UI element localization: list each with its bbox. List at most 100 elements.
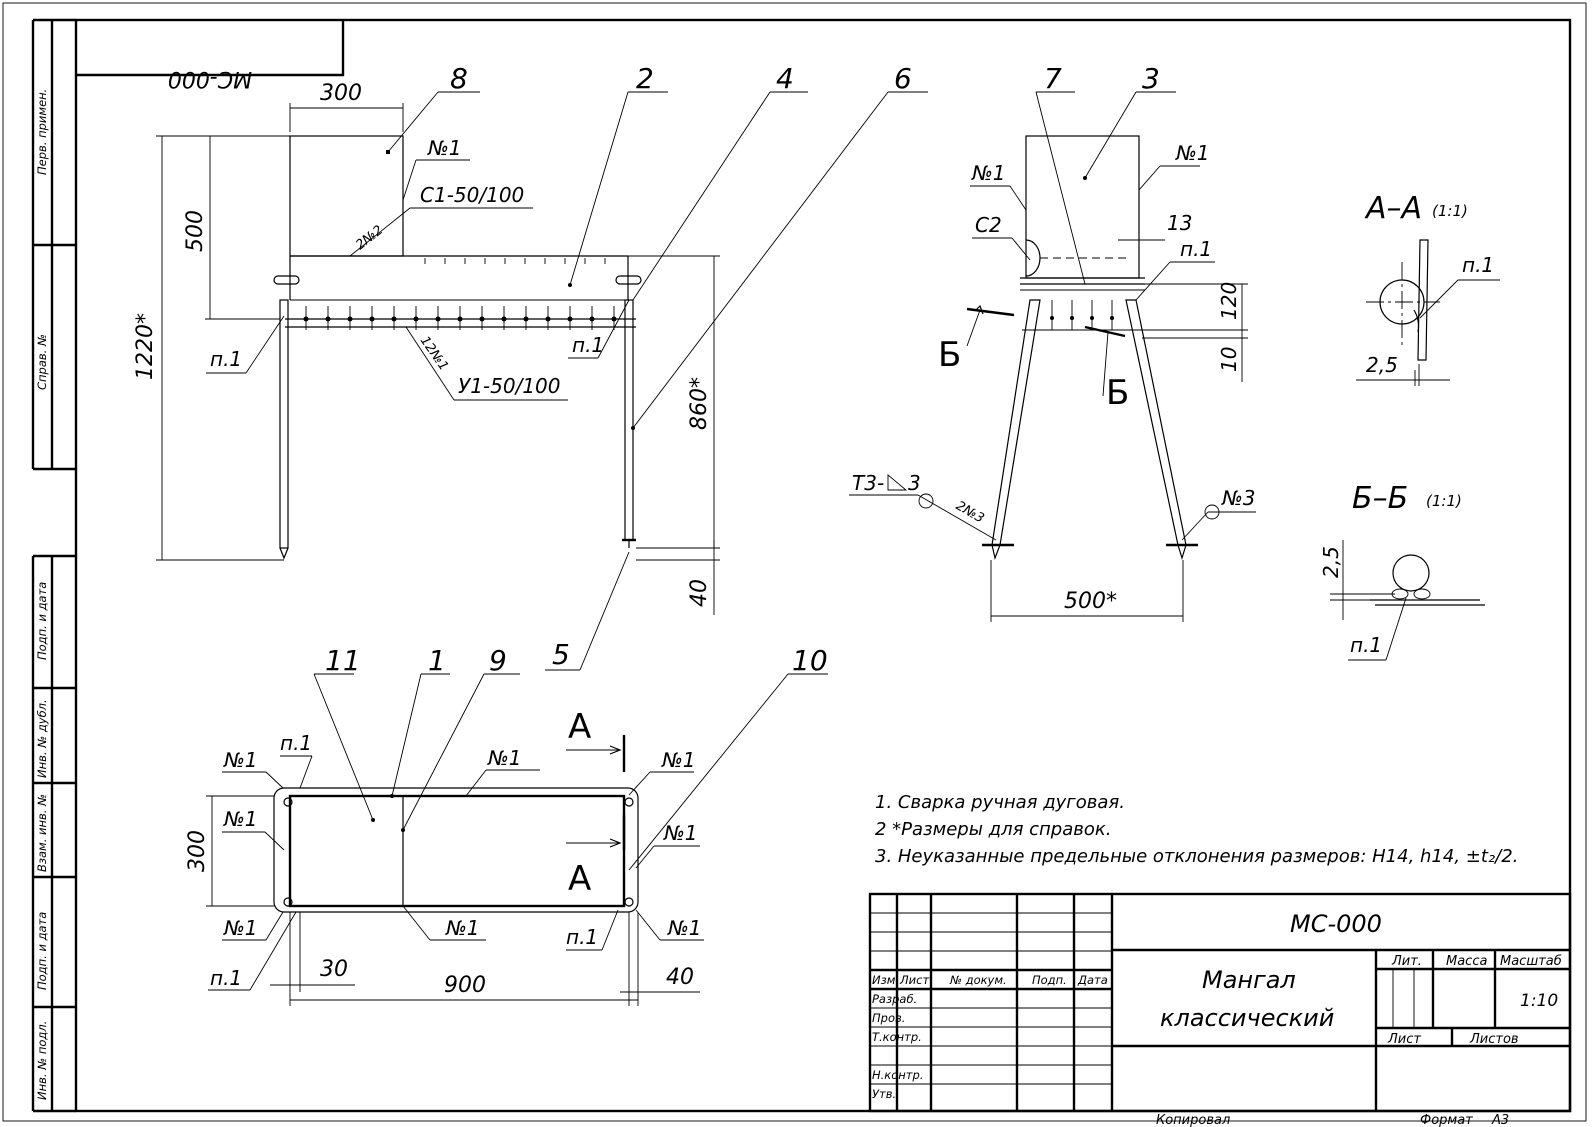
tv-p1-3: п.1 bbox=[210, 966, 242, 990]
aa-p1: п.1 bbox=[1462, 253, 1494, 277]
tb-name-1: Мангал bbox=[1202, 966, 1296, 994]
tv-dim-30: 30 bbox=[320, 957, 348, 982]
fv-p1b: п.1 bbox=[572, 333, 604, 357]
fv-dim-40: 40 bbox=[687, 579, 712, 607]
bb-title: Б–Б bbox=[1352, 481, 1408, 516]
bb-p1: п.1 bbox=[1350, 633, 1382, 657]
fv-w12: 12№1 bbox=[417, 334, 451, 374]
sv-balloon-3: 3 bbox=[1142, 62, 1160, 95]
front-view: 300 500 1220* 860* 40 8 2 4 6 5 bbox=[133, 62, 928, 671]
tb-tkontr: Т.контр. bbox=[872, 1030, 922, 1044]
notes: 1. Сварка ручная дуговая. 2 *Размеры для… bbox=[875, 792, 1518, 867]
kopiroval: Копировал bbox=[1156, 1113, 1230, 1127]
note-1: 1. Сварка ручная дуговая. bbox=[875, 792, 1125, 813]
tb-utv: Утв. bbox=[872, 1087, 896, 1101]
aa-title: А–А bbox=[1364, 191, 1422, 226]
inner-frame bbox=[74, 18, 1572, 1113]
tv-balloon-10: 10 bbox=[792, 644, 828, 677]
tb-podp: Подп. bbox=[1032, 973, 1067, 987]
fv-u1: У1-50/100 bbox=[458, 374, 561, 398]
strip-vzam-inv: Взам. инв. № bbox=[35, 794, 49, 872]
top-view: А А 300 30 900 40 11 1 9 10 №1 п.1 bbox=[185, 644, 828, 1006]
tv-p1-2: п.1 bbox=[566, 925, 598, 949]
fv-balloon-8: 8 bbox=[450, 62, 468, 95]
designation-box-topleft: МС-000 bbox=[76, 20, 345, 91]
fv-balloon-5: 5 bbox=[552, 638, 570, 671]
sv-dim-120: 120 bbox=[1217, 282, 1241, 320]
format-label: Формат bbox=[1420, 1113, 1473, 1127]
format-value: А3 bbox=[1491, 1113, 1509, 1127]
sv-dim-13: 13 bbox=[1167, 211, 1192, 235]
tb-masshtab: Масштаб bbox=[1500, 954, 1562, 969]
strip-sprav-no: Справ. № bbox=[35, 334, 49, 390]
tv-dim-300: 300 bbox=[185, 830, 210, 872]
tb-no-dokum: № докум. bbox=[949, 973, 1007, 987]
tv-balloon-11: 11 bbox=[325, 644, 361, 677]
tv-dim-900: 900 bbox=[444, 973, 486, 998]
designation-mirrored: МС-000 bbox=[168, 66, 252, 91]
section-bb: Б–Б (1:1) 2,5 п.1 bbox=[1319, 481, 1485, 661]
fv-c1: С1-50/100 bbox=[420, 183, 524, 207]
tv-sec-a2: А bbox=[568, 859, 591, 899]
sv-c2: С2 bbox=[975, 213, 1002, 237]
fv-w2: 2№2 bbox=[353, 223, 386, 253]
sv-sec-b1: Б bbox=[938, 335, 961, 375]
tb-nkontr: Н.контр. bbox=[872, 1068, 923, 1082]
tv-p1-1: п.1 bbox=[280, 731, 312, 755]
tb-scale: 1:10 bbox=[1520, 991, 1558, 1011]
sv-w2n3: 2№3 bbox=[953, 498, 987, 526]
tb-data: Дата bbox=[1077, 973, 1108, 987]
tb-razrab: Разраб. bbox=[872, 992, 917, 1006]
side-view: 500* 13 120 10 7 3 №1 №1 С2 п.1 Б Б bbox=[849, 62, 1256, 622]
title-block: МС-000 Мангал классический Изм. Лист № д… bbox=[868, 892, 1572, 1113]
note-2: 2 *Размеры для справок. bbox=[875, 819, 1111, 840]
tb-name-2: классический bbox=[1160, 1004, 1334, 1032]
tb-designation: МС-000 bbox=[1290, 910, 1382, 938]
section-aa: А–А (1:1) 2,5 п.1 bbox=[1356, 191, 1500, 386]
aa-dim-25: 2,5 bbox=[1366, 353, 1398, 377]
sv-t3n: 3 bbox=[908, 471, 921, 495]
tv-n1-5: №1 bbox=[663, 821, 698, 845]
tb-lit: Лит. bbox=[1391, 954, 1422, 969]
fv-dim-1220: 1220* bbox=[133, 313, 158, 380]
tv-sec-a1: А bbox=[568, 707, 591, 747]
tb-listov: Листов bbox=[1469, 1032, 1519, 1047]
sv-n1b: №1 bbox=[1175, 141, 1210, 165]
fv-balloon-6: 6 bbox=[894, 62, 912, 95]
tb-izm: Изм. bbox=[872, 973, 899, 987]
fv-p1a: п.1 bbox=[210, 347, 242, 371]
tb-list2: Лист bbox=[1387, 1032, 1421, 1047]
fv-dim-500: 500 bbox=[183, 210, 208, 252]
sv-dim-500: 500* bbox=[1064, 589, 1117, 614]
fv-balloon-4: 4 bbox=[776, 62, 794, 95]
strip-inv-dubl: Инв. № дубл. bbox=[35, 699, 49, 778]
tv-n1-2: №1 bbox=[487, 746, 522, 770]
sv-balloon-7: 7 bbox=[1044, 62, 1062, 95]
sv-t3: Т3- bbox=[852, 471, 884, 495]
fv-n1a: №1 bbox=[427, 136, 462, 160]
tb-list: Лист bbox=[899, 973, 929, 987]
strip-podp-data-2: Подп. и дата bbox=[35, 912, 49, 990]
sv-p1: п.1 bbox=[1180, 237, 1212, 261]
tv-dim-40: 40 bbox=[666, 965, 694, 990]
sv-dim-10: 10 bbox=[1217, 347, 1241, 372]
tv-n1-3: №1 bbox=[661, 748, 696, 772]
sv-sec-b2: Б bbox=[1106, 373, 1129, 413]
strip-podp-data-1: Подп. и дата bbox=[35, 582, 49, 660]
tv-balloon-9: 9 bbox=[489, 644, 507, 677]
fv-balloon-2b: 2 bbox=[636, 62, 654, 95]
tv-n1-7: №1 bbox=[445, 916, 480, 940]
sv-n3: №3 bbox=[1221, 486, 1256, 510]
tv-n1-8: №1 bbox=[667, 916, 702, 940]
aa-scale: (1:1) bbox=[1432, 202, 1468, 220]
left-strip: Перв. примен. Справ. № Подп. и дата Инв.… bbox=[31, 18, 76, 1113]
fv-dim-300: 300 bbox=[320, 81, 362, 106]
tb-massa: Масса bbox=[1446, 954, 1487, 969]
fv-dim-860: 860* bbox=[687, 377, 712, 430]
note-3: 3. Неуказанные предельные отклонения раз… bbox=[875, 846, 1518, 867]
strip-perv-primen: Перв. примен. bbox=[35, 89, 49, 175]
tv-n1-1: №1 bbox=[223, 748, 258, 772]
bb-scale: (1:1) bbox=[1426, 492, 1462, 510]
